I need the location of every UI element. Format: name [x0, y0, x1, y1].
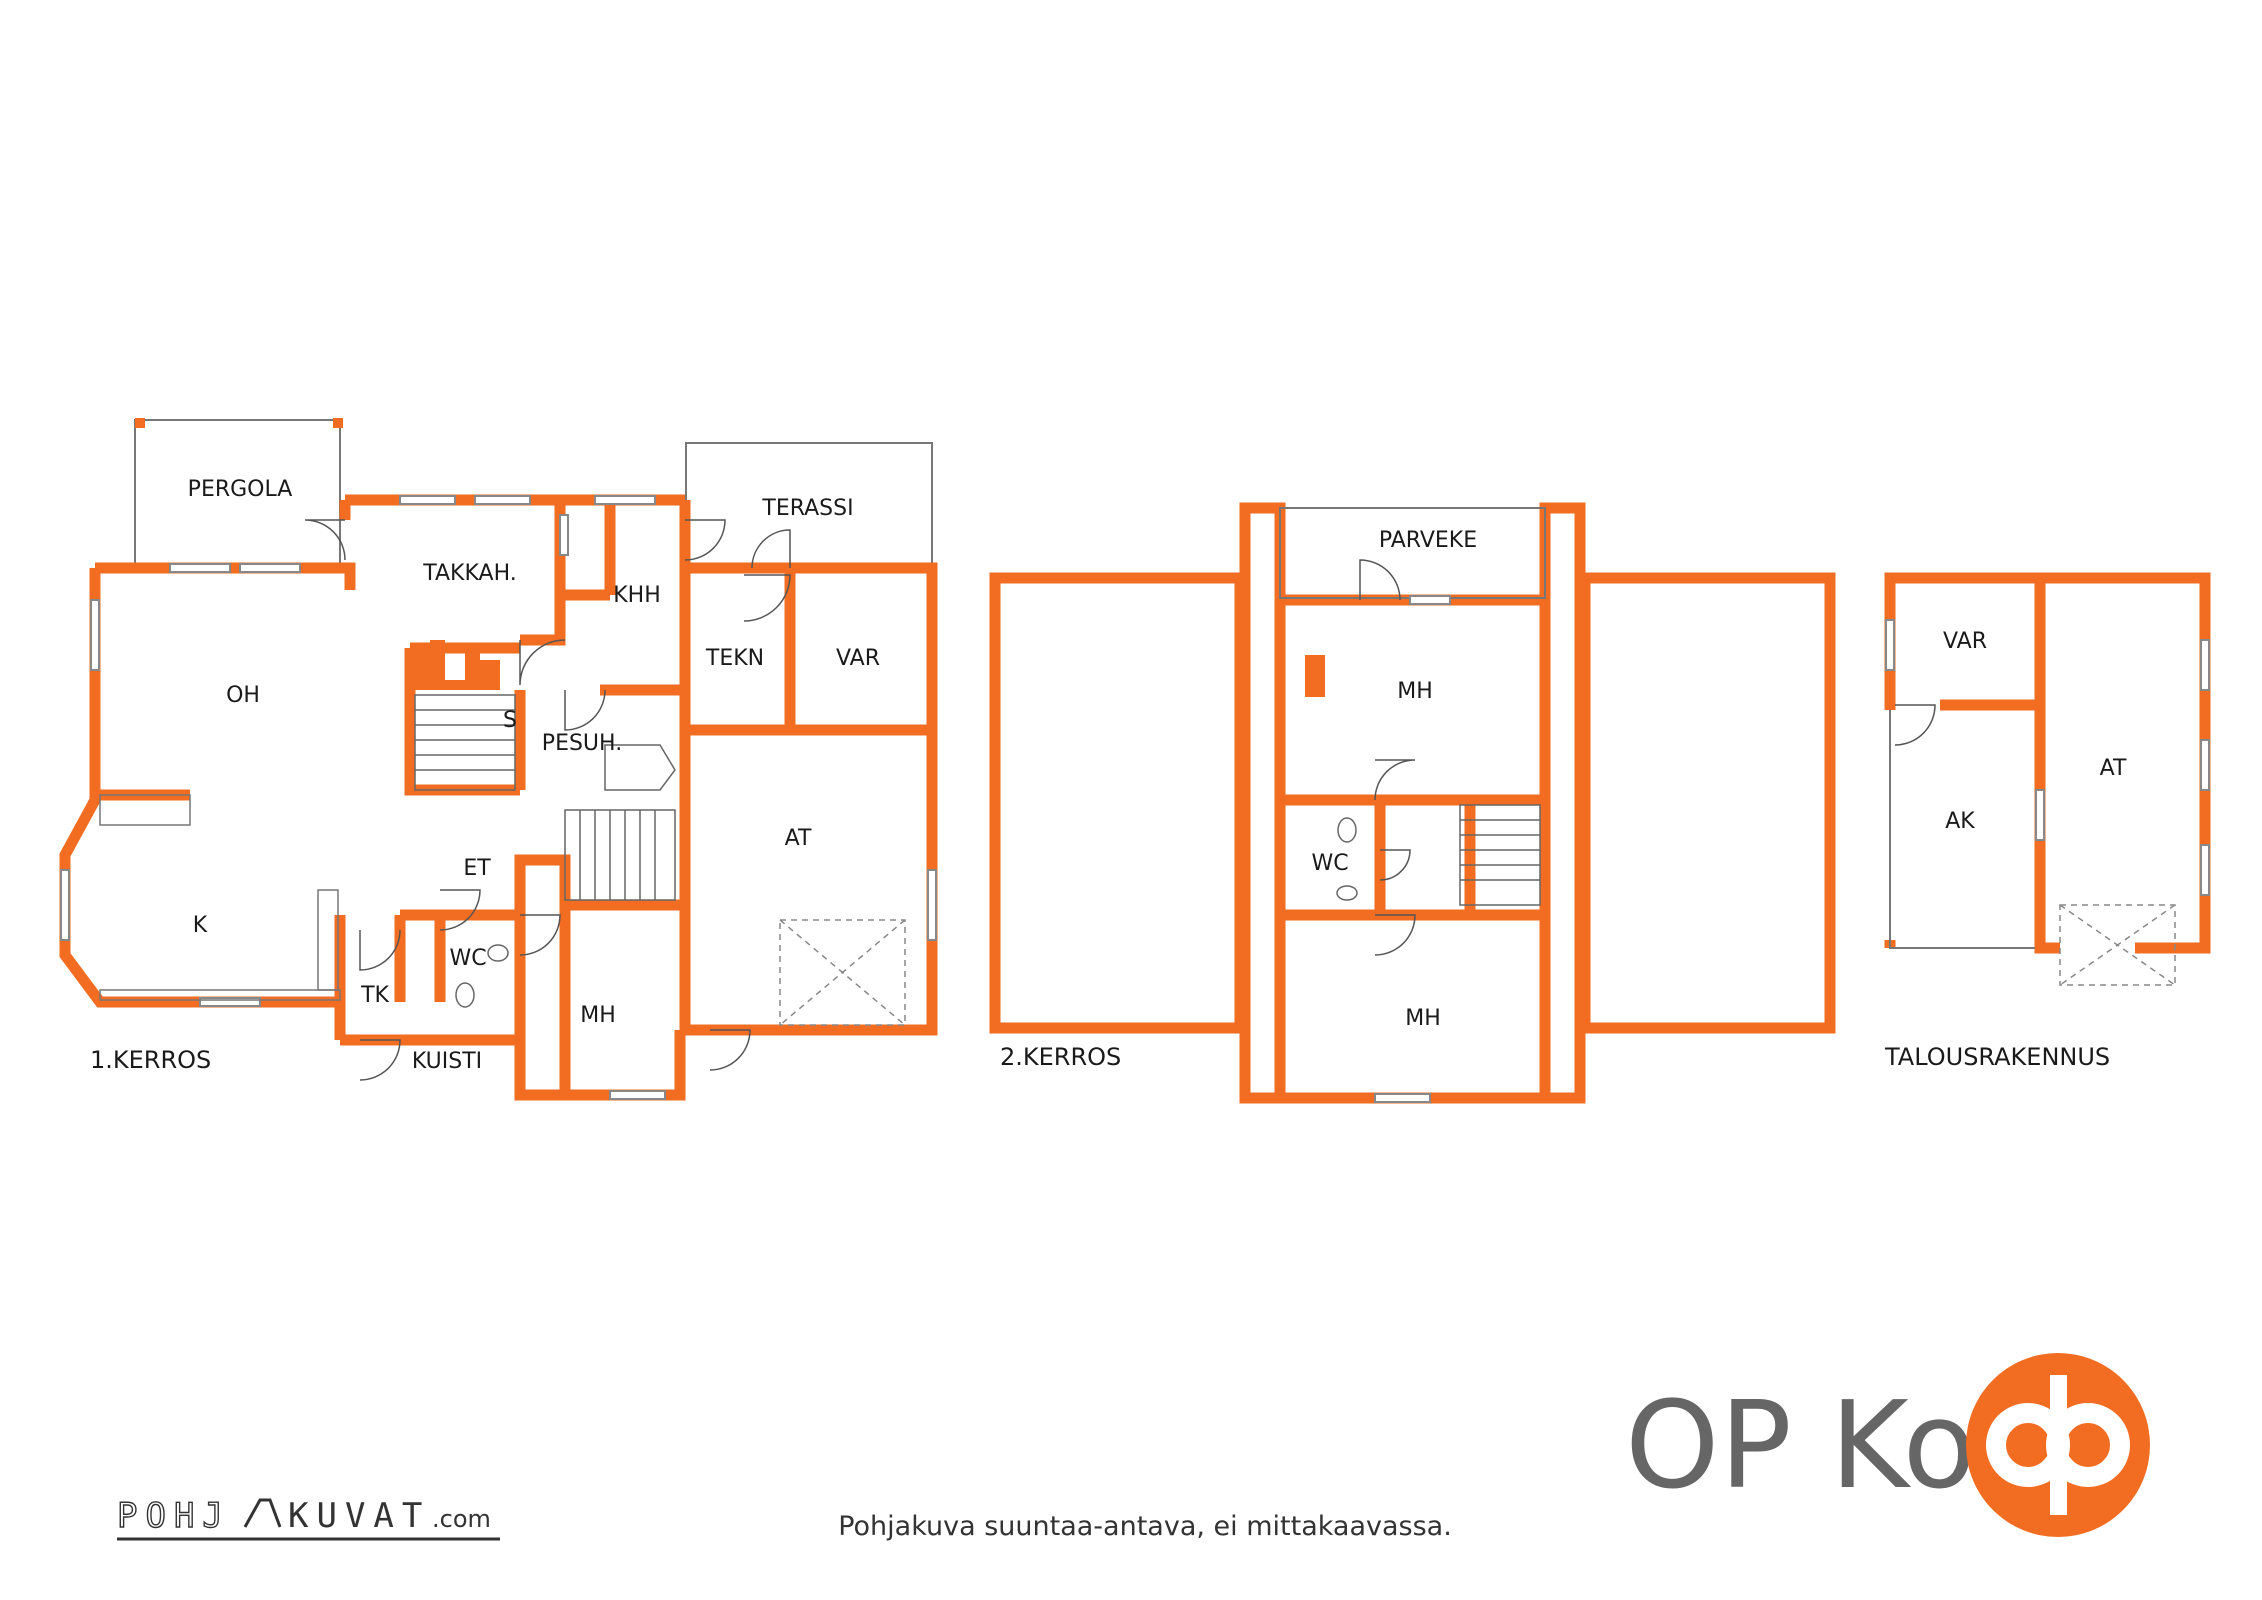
floor-1-label: 1.KERROS	[90, 1046, 211, 1074]
toilet-icon	[455, 982, 475, 1008]
outer-wall-outbuilding	[1884, 572, 2211, 954]
stairs-icon	[1459, 804, 1541, 906]
toilet-icon	[1337, 817, 1357, 843]
room-label-k: K	[193, 913, 208, 938]
room-label-var: VAR	[836, 646, 880, 671]
room-label-pergola: PERGOLA	[188, 477, 293, 502]
room-label-pesuh: PESUH.	[542, 731, 622, 756]
kitchen-counter	[99, 794, 341, 1001]
watermark-suffix: .com	[432, 1505, 491, 1533]
outer-wall-f2-right	[1579, 572, 1836, 1034]
outer-wall-f2-left	[989, 572, 1246, 1034]
room-label-tekn: TEKN	[705, 646, 764, 671]
shower-icon	[604, 744, 676, 791]
room-label-khh: KHH	[613, 583, 661, 608]
door-swing-icon	[304, 519, 791, 1081]
room-label-at: AT	[785, 826, 812, 851]
window-icon	[60, 495, 937, 1100]
room-label-oh: OH	[226, 683, 260, 708]
outbuilding: VAR AT AK TALOUSRAKENNUS	[1884, 572, 2211, 1071]
outbuilding-label: TALOUSRAKENNUS	[1884, 1043, 2110, 1071]
sink-icon	[1336, 885, 1358, 901]
room-label-mh-bottom: MH	[1405, 1006, 1441, 1031]
disclaimer-note: Pohjakuva suuntaa-antava, ei mittakaavas…	[838, 1511, 1452, 1542]
room-label-s: S	[503, 708, 517, 733]
room-label-terassi: TERASSI	[761, 496, 853, 521]
door-swing-icon	[1359, 559, 1416, 956]
room-label-parveke: PARVEKE	[1379, 528, 1477, 553]
room-label-at: AT	[2100, 756, 2127, 781]
floor-2: PARVEKE MH WC MH 2.KERROS	[989, 502, 1836, 1104]
watermark-left: POHJ	[117, 1496, 231, 1536]
op-logo-icon	[1966, 1353, 2150, 1537]
room-label-kuisti: KUISTI	[412, 1049, 482, 1074]
window-icon	[1885, 619, 2210, 896]
room-label-wc: WC	[1311, 851, 1348, 876]
fireplace-icon	[410, 640, 500, 690]
chimney	[1305, 655, 1325, 697]
window-icon	[1374, 595, 1451, 1103]
floor-2-label: 2.KERROS	[1000, 1043, 1121, 1071]
floor-1: PERGOLA TAKKAH. TERASSI KHH OH TEKN VAR …	[59, 418, 938, 1101]
room-label-takkah: TAKKAH.	[422, 561, 516, 586]
watermark-right: KUVAT	[288, 1496, 430, 1536]
car-space-icon	[779, 919, 906, 1026]
room-label-tk: TK	[360, 983, 389, 1008]
stairs-icon	[414, 694, 676, 901]
room-label-et: ET	[463, 856, 491, 881]
room-label-mh: MH	[580, 1003, 616, 1028]
sink-icon	[487, 944, 509, 962]
room-label-wc: WC	[449, 946, 486, 971]
footer: Pohjakuva suuntaa-antava, ei mittakaavas…	[116, 1353, 2150, 1542]
parveke-outline	[1279, 507, 1546, 599]
room-label-mh-top: MH	[1397, 679, 1433, 704]
room-label-ak: AK	[1945, 809, 1975, 834]
door-swing-icon	[1894, 704, 1936, 746]
pohjakuvat-watermark: POHJ KUVAT .com	[116, 1495, 500, 1541]
car-space-icon	[2059, 904, 2176, 986]
room-label-var: VAR	[1943, 629, 1987, 654]
